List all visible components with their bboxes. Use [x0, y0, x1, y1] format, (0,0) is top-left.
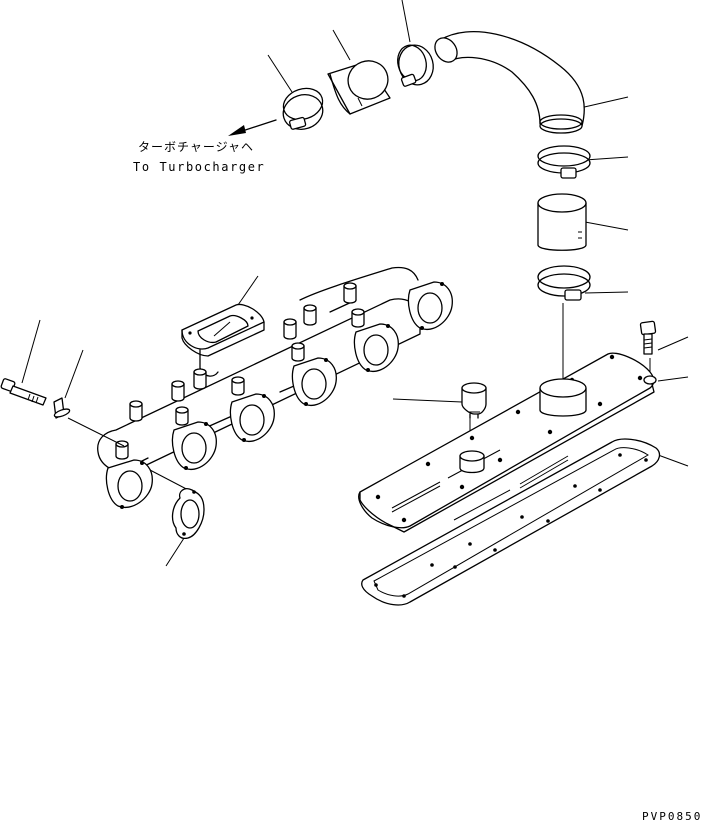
cover-bolt: [639, 320, 657, 355]
cover-gasket: [361, 438, 661, 606]
manifold-port-2: [171, 421, 217, 471]
leader-lines: [21, 0, 689, 567]
manifold-port-4: [291, 357, 337, 407]
rubber-hose-right: [537, 193, 587, 251]
center-line-bolt-left: [67, 417, 125, 447]
hose-clamp-middle: [397, 44, 434, 87]
manifold-port-6: [407, 281, 453, 331]
arrow-left-icon: [228, 119, 277, 136]
hose-clamp-right-lower: [537, 265, 591, 301]
bolt-spacer: [53, 397, 71, 419]
manifold-port-1: [105, 459, 153, 509]
manifold-port-5: [353, 323, 399, 373]
manifold-bosses: [115, 282, 365, 460]
rubber-hose-top: [327, 60, 391, 115]
manifold-cover: [358, 352, 657, 533]
destination-label-jp: ターボチャージャヘ: [138, 140, 255, 154]
destination-label-en: To Turbocharger: [133, 160, 266, 174]
drawing-code: PVP0850: [642, 810, 703, 823]
plug-cap: [461, 382, 487, 419]
port-gasket: [171, 488, 205, 540]
manifold-port-3: [229, 393, 275, 443]
hose-clamp-right-upper: [537, 145, 591, 179]
manifold-bolt: [0, 378, 47, 406]
hose-clamp-left: [282, 87, 324, 130]
air-connector-pipe: [434, 30, 585, 134]
